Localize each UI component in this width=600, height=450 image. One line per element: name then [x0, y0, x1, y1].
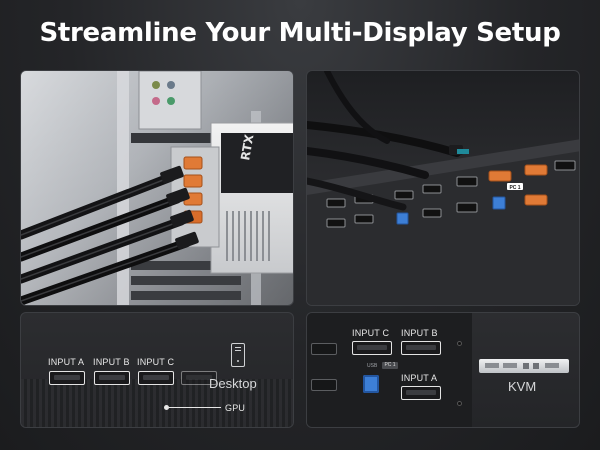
kvm-hdmi-port-b: [401, 341, 441, 355]
partial-port-bottom: [311, 379, 337, 391]
pc-tag: PC 1: [382, 362, 398, 369]
kvm-port-label-input-c: INPUT C: [352, 328, 390, 338]
hdmi-port-extra: [181, 371, 217, 385]
port-label-input-a: INPUT A: [48, 357, 85, 367]
gpu-illustration: RTX: [21, 71, 293, 305]
kvm-label: KVM: [508, 379, 537, 394]
kvm-rear-photo-panel: PC 1: [306, 70, 580, 306]
hdmi-port-a: [49, 371, 85, 385]
partial-port-top: [311, 343, 337, 355]
headline: Streamline Your Multi-Display Setup: [39, 18, 561, 48]
kvm-switch-panel: INPUT C INPUT B USB PC 1 INPUT A KVM: [306, 312, 580, 428]
gpu-label: GPU: [225, 403, 246, 413]
hdmi-port-c: [138, 371, 174, 385]
desktop-tower-icon: [231, 343, 245, 367]
gpu-photo-panel: RTX: [20, 70, 294, 306]
gpu-heatsink-graphic: [21, 379, 293, 427]
gpu-callout-line: [169, 407, 221, 408]
gpu-callout-dot: [164, 405, 169, 410]
kvm-chassis-graphic: [307, 313, 472, 427]
screw-bottom: [457, 401, 462, 406]
kvm-port-label-input-b: INPUT B: [401, 328, 438, 338]
kvm-port-label-input-a: INPUT A: [401, 373, 438, 383]
kvm-hdmi-port-a: [401, 386, 441, 400]
port-label-input-c: INPUT C: [137, 357, 175, 367]
usb-label: USB: [367, 363, 378, 369]
screw-top: [457, 341, 462, 346]
card-model-text: RTX: [238, 133, 256, 162]
kvm-rear-illustration: PC 1: [307, 71, 579, 305]
desktop-gpu-panel: INPUT A INPUT B INPUT C Desktop GPU: [20, 312, 294, 428]
desktop-label: Desktop: [209, 376, 257, 391]
usb-b-port: [363, 375, 379, 393]
hdmi-port-b: [94, 371, 130, 385]
port-label-input-b: INPUT B: [93, 357, 130, 367]
kvm-switch-icon: [479, 359, 569, 373]
rear-pc-tag: PC 1: [509, 185, 520, 191]
kvm-hdmi-port-c: [352, 341, 392, 355]
